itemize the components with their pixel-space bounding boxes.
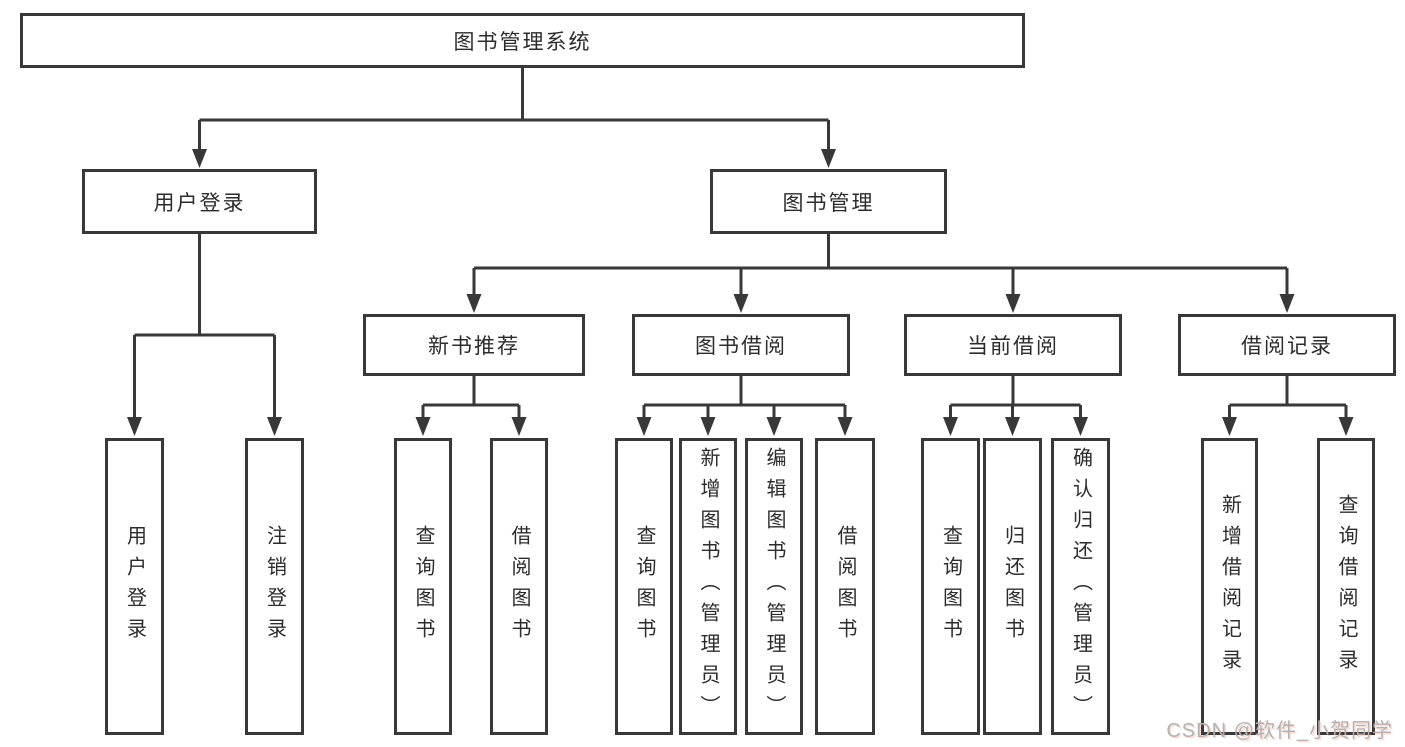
node-book-management: 图书管理 (710, 169, 947, 234)
arrowhead (1222, 417, 1237, 436)
node-borrow-records: 借阅记录 (1178, 314, 1396, 376)
node-label: 用户登录 (123, 524, 146, 649)
node-label: 新增图书（管理员） (697, 447, 719, 726)
node-book-borrowing: 图书借阅 (632, 314, 850, 376)
node-user-login: 用户登录 (82, 169, 317, 234)
node-label: 借阅图书 (834, 524, 856, 649)
leaf-bb-edit-books-admin: 编辑图书（管理员） (745, 438, 803, 735)
leaf-cb-confirm-return-admin: 确认归还（管理员） (1051, 438, 1110, 735)
leaf-nbr-borrow-books: 借阅图书 (490, 438, 548, 735)
leaf-user-login: 用户登录 (105, 438, 164, 735)
arrowhead (1338, 417, 1354, 436)
edge-current-borrowing-split (943, 376, 1088, 436)
node-new-book-recommend: 新书推荐 (363, 314, 585, 376)
leaf-br-query-record: 查询借阅记录 (1317, 438, 1375, 735)
leaf-bb-query-books: 查询图书 (615, 438, 673, 735)
node-label: 图书管理 (782, 191, 875, 215)
edge-new-book-recommend-split (415, 376, 527, 436)
node-current-borrowing: 当前借阅 (904, 314, 1122, 376)
node-label: 注销登录 (263, 524, 286, 649)
node-label: 用户登录 (153, 191, 246, 215)
arrowhead (466, 294, 482, 313)
leaf-cb-return-books: 归还图书 (983, 438, 1042, 735)
arrowhead (700, 417, 716, 436)
edge-book-management-split (466, 234, 1295, 313)
edge-root-split (192, 68, 836, 168)
edge-borrow-records-split (1222, 376, 1354, 436)
node-label: 查询图书 (633, 524, 655, 649)
leaf-bb-borrow-books: 借阅图书 (815, 438, 875, 735)
node-label: 查询图书 (412, 524, 434, 649)
node-label: 图书借阅 (695, 335, 787, 358)
arrowhead (766, 417, 782, 436)
arrowhead (511, 417, 527, 436)
leaf-bb-add-books-admin: 新增图书（管理员） (679, 438, 737, 735)
leaf-br-add-record: 新增借阅记录 (1201, 438, 1258, 735)
arrowhead (943, 417, 958, 436)
arrowhead (415, 417, 431, 436)
node-label: 查询借阅记录 (1335, 493, 1357, 680)
node-label: 确认归还（管理员） (1069, 447, 1092, 726)
leaf-logout: 注销登录 (245, 438, 304, 735)
node-label: 编辑图书（管理员） (763, 447, 785, 726)
node-label: 图书管理系统 (453, 30, 592, 54)
arrowhead (1005, 417, 1020, 436)
node-label: 查询图书 (939, 524, 962, 649)
edge-user-login-split (127, 233, 282, 436)
node-label: 新增借阅记录 (1218, 493, 1241, 680)
arrowhead (127, 417, 142, 436)
leaf-nbr-query-books: 查询图书 (394, 438, 452, 735)
arrowhead (1279, 294, 1295, 313)
arrowhead (636, 417, 652, 436)
arrowhead (267, 417, 282, 436)
node-label: 归还图书 (1001, 524, 1024, 649)
node-label: 新书推荐 (428, 335, 520, 358)
node-label: 借阅图书 (508, 524, 530, 649)
arrowhead (821, 149, 836, 168)
edge-book-borrowing-split (636, 376, 853, 436)
arrowhead (837, 417, 853, 436)
leaf-cb-query-books: 查询图书 (921, 438, 980, 735)
arrowhead (1005, 294, 1021, 313)
arrowhead (1073, 417, 1088, 436)
arrowhead (192, 149, 207, 168)
arrowhead (733, 294, 749, 313)
node-label: 借阅记录 (1241, 335, 1333, 358)
node-library-system: 图书管理系统 (20, 13, 1025, 68)
node-label: 当前借阅 (967, 335, 1059, 358)
